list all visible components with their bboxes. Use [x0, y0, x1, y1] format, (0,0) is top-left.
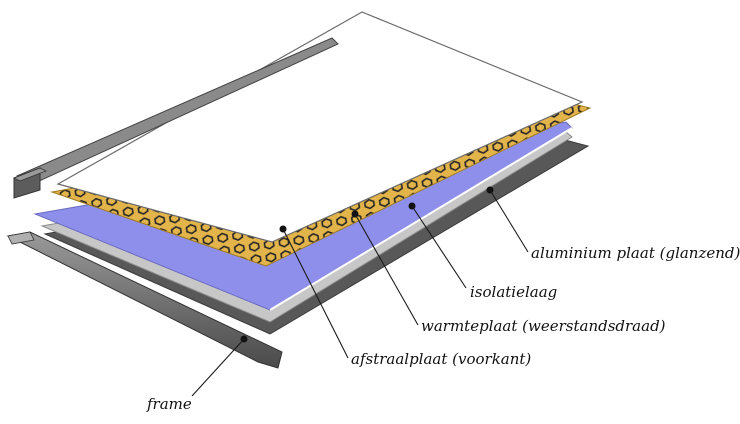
callout-isolatie	[408, 202, 467, 289]
frame-top	[13, 37, 339, 199]
callout-afstraalplaat	[279, 225, 349, 359]
leader-line	[489, 189, 529, 253]
callout-aluminium	[486, 186, 529, 253]
leader-line	[411, 205, 467, 289]
label-aluminium-plaat: aluminium plaat (glanzend)	[531, 244, 740, 262]
leader-line	[191, 338, 245, 397]
callout-warmteplaat	[351, 210, 419, 326]
callout-frame	[191, 335, 248, 397]
label-frame: frame	[146, 395, 192, 413]
label-afstraalplaat: afstraalplaat (voorkant)	[351, 350, 531, 368]
frame-bottom	[6, 231, 283, 369]
leader-line	[282, 228, 349, 359]
leader-line	[354, 213, 419, 326]
label-isolatielaag: isolatielaag	[470, 283, 557, 301]
label-warmteplaat: warmteplaat (weerstandsdraad)	[421, 317, 666, 335]
